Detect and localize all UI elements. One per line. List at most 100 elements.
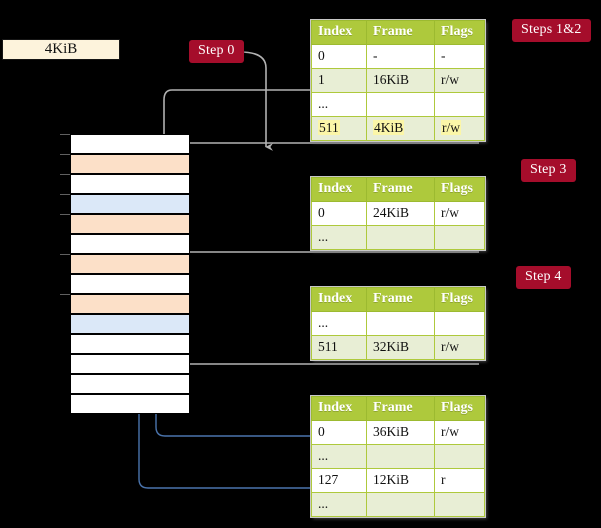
highlighted-value: r/w	[441, 120, 461, 135]
table-cell-index: 1	[311, 68, 367, 93]
table-cell-frame: 32KiB	[366, 335, 435, 360]
memory-frame-row	[70, 174, 190, 194]
table-cell-index: 511	[311, 335, 367, 360]
memory-frame-row	[70, 314, 190, 334]
memory-frame-row	[70, 154, 190, 174]
memory-frame-row	[70, 294, 190, 314]
table-cell-flags	[434, 492, 485, 517]
column-header-frame: Frame	[366, 287, 435, 312]
column-header-flags: Flags	[434, 177, 485, 202]
physical-memory-column	[60, 134, 190, 414]
column-header-index: Index	[311, 177, 367, 202]
badge-step-4: Step 4	[516, 266, 571, 289]
table-row: ...	[311, 225, 485, 250]
table-row: 511 4KiB r/w	[311, 116, 485, 141]
table-cell-frame	[366, 311, 435, 336]
memory-frame-row	[70, 374, 190, 394]
memory-row-tick	[60, 294, 70, 295]
table-cell-index: ...	[311, 225, 367, 250]
table-cell-flags: r	[434, 468, 485, 493]
table-cell-frame: 36KiB	[366, 420, 435, 445]
source-block-label: 4KiB	[44, 41, 78, 57]
memory-frame-row	[70, 334, 190, 354]
memory-row-tick	[60, 154, 70, 155]
badge-steps-1-2: Steps 1&2	[512, 19, 591, 42]
badge-step-0: Step 0	[189, 40, 244, 63]
table-cell-flags: r/w	[434, 201, 485, 226]
badge-step-0-label: Step 0	[198, 43, 235, 58]
memory-row-tick	[60, 214, 70, 215]
memory-frame-row	[70, 234, 190, 254]
memory-frame-row	[70, 394, 190, 414]
memory-row-tick	[60, 254, 70, 255]
memory-frame-row	[70, 274, 190, 294]
table-cell-flags	[434, 92, 485, 117]
badge-step-3: Step 3	[521, 159, 576, 182]
column-header-index: Index	[311, 20, 367, 45]
column-header-frame: Frame	[366, 20, 435, 45]
table-cell-frame	[366, 492, 435, 517]
table-row: ...	[311, 311, 485, 336]
memory-row-tick	[60, 134, 70, 135]
table-cell-flags: -	[434, 44, 485, 69]
table-cell-frame: -	[366, 44, 435, 69]
table-cell-index: ...	[311, 92, 367, 117]
table-cell-frame	[366, 92, 435, 117]
memory-row-tick	[60, 194, 70, 195]
highlighted-value: 511	[318, 120, 340, 135]
table-cell-index: 0	[311, 420, 367, 445]
column-header-index: Index	[311, 396, 367, 421]
memory-frame-row	[70, 354, 190, 374]
table-row: ...	[311, 444, 485, 469]
table-cell-frame: 12KiB	[366, 468, 435, 493]
table-cell-flags: r/w	[434, 335, 485, 360]
table-cell-frame: 4KiB	[366, 116, 435, 141]
table-cell-flags	[434, 311, 485, 336]
table-cell-index: ...	[311, 444, 367, 469]
memory-row-tick	[60, 174, 70, 175]
table-cell-frame: 16KiB	[366, 68, 435, 93]
wire-t2-row0-to-memory	[178, 251, 479, 272]
table-cell-index: 127	[311, 468, 367, 493]
table-cell-index: ...	[311, 492, 367, 517]
badge-step-3-label: Step 3	[530, 162, 567, 177]
memory-frame-row	[70, 194, 190, 214]
table-cell-flags	[434, 225, 485, 250]
column-header-index: Index	[311, 287, 367, 312]
wire-source-to-memory	[239, 51, 273, 151]
table-cell-frame: 24KiB	[366, 201, 435, 226]
table-row: ...	[311, 92, 485, 117]
table-cell-index: 511	[311, 116, 367, 141]
column-header-flags: Flags	[434, 287, 485, 312]
table-cell-frame	[366, 444, 435, 469]
table-cell-flags: r/w	[434, 116, 485, 141]
column-header-flags: Flags	[434, 396, 485, 421]
table-cell-flags: r/w	[434, 420, 485, 445]
source-block-4kib: 4KiB	[2, 39, 120, 60]
table-cell-index: ...	[311, 311, 367, 336]
memory-frame-row	[70, 134, 190, 154]
column-header-frame: Frame	[366, 177, 435, 202]
column-header-flags: Flags	[434, 20, 485, 45]
badge-step-4-label: Step 4	[525, 269, 562, 284]
table-cell-index: 0	[311, 44, 367, 69]
badge-steps-1-2-label: Steps 1&2	[521, 22, 582, 37]
memory-frame-row	[70, 254, 190, 274]
table-row: 0--	[311, 44, 485, 69]
column-header-frame: Frame	[366, 396, 435, 421]
table-cell-index: 0	[311, 201, 367, 226]
